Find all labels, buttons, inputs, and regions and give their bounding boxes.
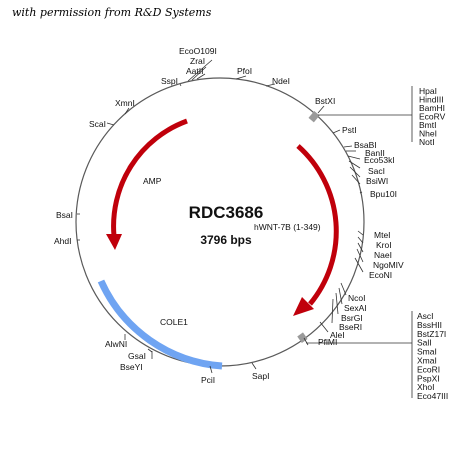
site-ncoi: NcoI	[348, 293, 365, 303]
site-naei: NaeI	[374, 250, 392, 260]
mcs-site-hindiii: HindIII	[419, 95, 444, 105]
insert-arrowhead	[293, 297, 314, 316]
mcs-site-ecori: EcoRI	[417, 364, 440, 374]
site-saci: SacI	[368, 166, 385, 176]
mcs-bottom-list: AscIBssHIIBstZ17ISalISmaIXmaIEcoRIPspXIX…	[417, 311, 448, 401]
insert-arrow	[296, 144, 339, 306]
site-eco0109i: EcoO109I	[179, 46, 217, 56]
cole1-feature-arc	[97, 279, 223, 370]
credit-text: with permission from R&D Systems	[12, 6, 212, 19]
site-ngomiv: NgoMIV	[373, 260, 404, 270]
mcs-site-eco47iii: Eco47III	[417, 391, 448, 401]
insert-label: hWNT-7B (1-349)	[254, 222, 321, 232]
mcs-site-hpai: HpaI	[419, 86, 437, 96]
site-bsabi: BsaBI	[354, 140, 377, 150]
site-alei: AleI	[330, 330, 345, 340]
mcs-site-ecorv: EcoRV	[419, 112, 446, 122]
site-aatii: AatII	[186, 66, 203, 76]
cole1-label: COLE1	[160, 317, 188, 327]
site-bstxi: BstXI	[315, 96, 335, 106]
site-sspi: SspI	[161, 76, 178, 86]
site-eco53ki: Eco53kI	[364, 155, 395, 165]
mcs-site-asci: AscI	[417, 311, 434, 321]
site-ticks	[77, 59, 413, 398]
plasmid-name: RDC3686	[189, 203, 264, 222]
bstxi-marker	[308, 111, 320, 123]
mcs-site-bamhi: BamHI	[419, 103, 445, 113]
mcs-site-xhoi: XhoI	[417, 382, 435, 392]
site-kroi: KroI	[376, 240, 392, 250]
amp-label: AMP	[143, 176, 162, 186]
mcs-site-nhei: NheI	[419, 129, 437, 139]
site-zrai: ZraI	[190, 56, 205, 66]
site-econi: EcoNI	[369, 270, 392, 280]
site-mtei: MteI	[374, 230, 391, 240]
site-bpu10i: Bpu10I	[370, 189, 397, 199]
mcs-site-xmai: XmaI	[417, 356, 437, 366]
site-sapi: SapI	[252, 371, 270, 381]
site-bseyi: BseYI	[120, 362, 143, 372]
site-ahdi: AhdI	[54, 236, 72, 246]
site-bsrgi: BsrGI	[341, 313, 363, 323]
site-pfoi: PfoI	[237, 66, 252, 76]
site-pflmi: PflMI	[318, 337, 337, 347]
site-gsai: GsaI	[128, 351, 146, 361]
plasmid-size: 3796 bps	[200, 233, 252, 247]
mcs-site-sali: SalI	[417, 338, 432, 348]
site-pcii: PciI	[201, 375, 215, 385]
site-bsai: BsaI	[56, 210, 73, 220]
site-alwni: AlwNI	[105, 339, 127, 349]
site-sexai: SexAI	[344, 303, 367, 313]
site-psti: PstI	[342, 125, 357, 135]
mcs-site-pspxi: PspXI	[417, 373, 440, 383]
amp-arrowhead	[106, 234, 122, 250]
mcs-site-bmti: BmtI	[419, 120, 436, 130]
mcs-site-smai: SmaI	[417, 347, 437, 357]
site-xmni: XmnI	[115, 98, 135, 108]
mcs-site-noti: NotI	[419, 137, 435, 147]
site-bsiwi: BsiWI	[366, 176, 388, 186]
mcs-site-bstz17i: BstZ17I	[417, 329, 446, 339]
site-bseri: BseRI	[339, 322, 362, 332]
amp-arrow	[111, 118, 188, 237]
site-bani: BanII	[365, 148, 385, 158]
site-scai: ScaI	[89, 119, 106, 129]
site-ndei: NdeI	[272, 76, 290, 86]
mcs-site-bsshii: BssHII	[417, 320, 442, 330]
